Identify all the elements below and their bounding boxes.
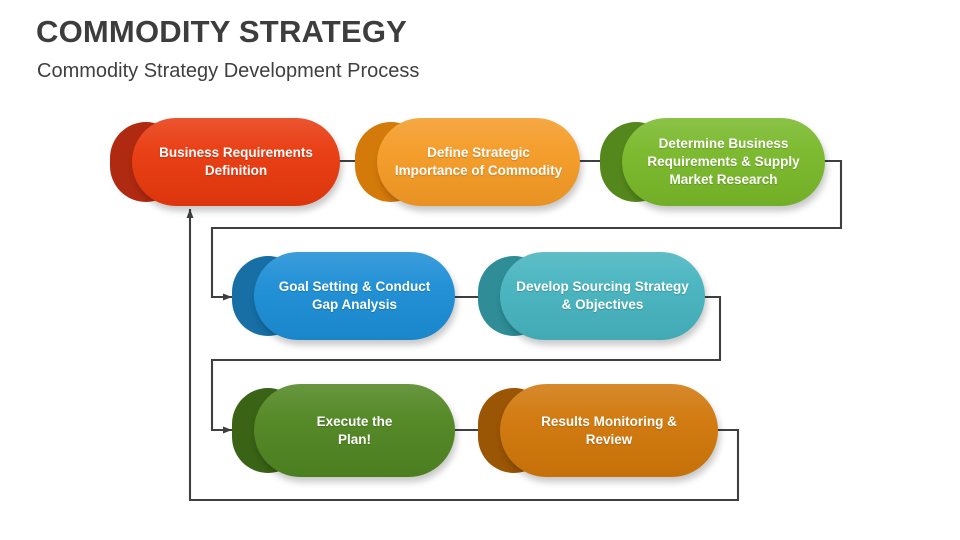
process-node-define-strategic-importance[interactable]: Define Strategic Importance of Commodity: [355, 118, 580, 206]
process-node-business-requirements-definition[interactable]: Business Requirements Definition: [110, 118, 340, 206]
node-body: Define Strategic Importance of Commodity: [377, 118, 580, 206]
node-label: Execute the Plan!: [316, 413, 393, 447]
node-label: Determine Business Requirements & Supply…: [647, 136, 800, 187]
process-node-execute-the-plan[interactable]: Execute the Plan!: [232, 384, 455, 477]
page-subtitle: Commodity Strategy Development Process: [37, 60, 420, 82]
node-label: Define Strategic Importance of Commodity: [394, 145, 563, 178]
page-title: COMMODITY STRATEGY: [36, 14, 408, 49]
node-body: Goal Setting & Conduct Gap Analysis: [254, 252, 455, 340]
node-body: Determine Business Requirements & Supply…: [622, 118, 825, 206]
process-node-results-monitoring-review[interactable]: Results Monitoring & Review: [478, 384, 718, 477]
node-label: Business Requirements Definition: [159, 145, 313, 178]
node-body: Business Requirements Definition: [132, 118, 340, 206]
node-body: Execute the Plan!: [254, 384, 455, 477]
node-label: Results Monitoring & Review: [541, 413, 677, 447]
process-node-goal-setting-gap-analysis[interactable]: Goal Setting & Conduct Gap Analysis: [232, 252, 455, 340]
process-node-develop-sourcing-strategy[interactable]: Develop Sourcing Strategy & Objectives: [478, 252, 705, 340]
node-body: Develop Sourcing Strategy & Objectives: [500, 252, 705, 340]
node-label: Goal Setting & Conduct Gap Analysis: [278, 279, 431, 312]
process-node-determine-business-requirements[interactable]: Determine Business Requirements & Supply…: [600, 118, 825, 206]
node-body: Results Monitoring & Review: [500, 384, 718, 477]
node-label: Develop Sourcing Strategy & Objectives: [516, 279, 689, 312]
